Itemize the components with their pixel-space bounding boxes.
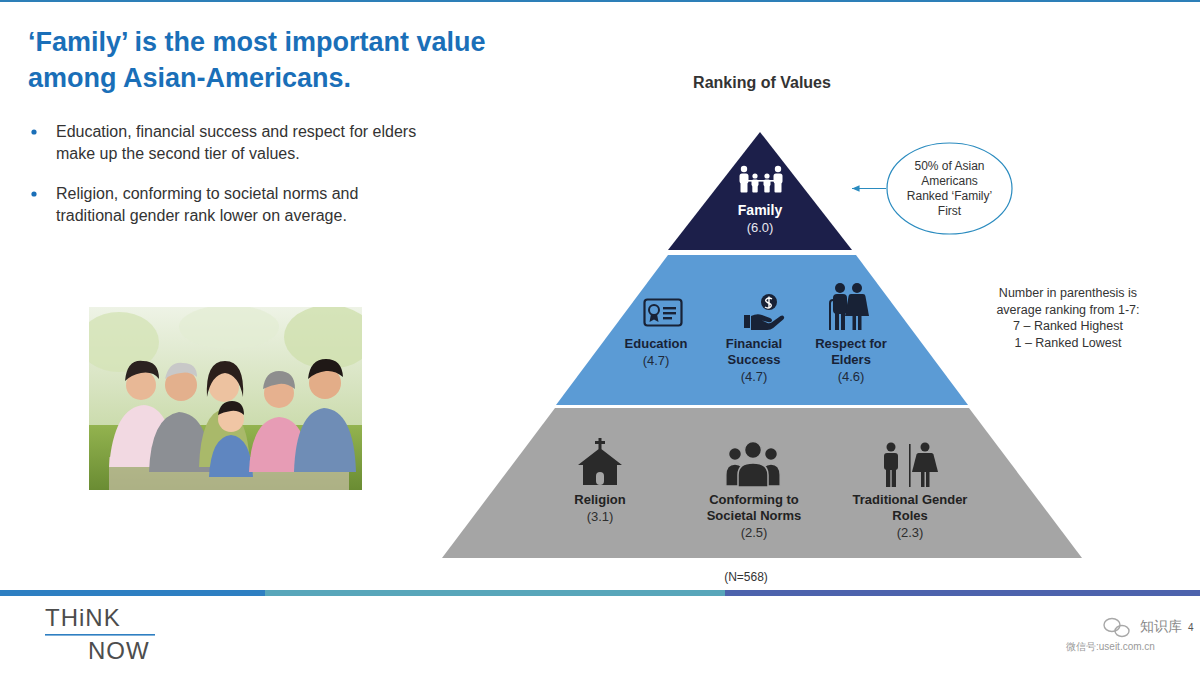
elders-icon	[826, 282, 870, 331]
bullet-text-box: Education, financial success and respect…	[56, 121, 456, 165]
gender-icon	[881, 442, 939, 488]
logo-text-box: NOW	[88, 638, 150, 664]
value-name: Education	[608, 336, 704, 352]
value-score: (3.1)	[545, 508, 655, 525]
tier-item: Religion(3.1)	[545, 492, 655, 525]
value-name: Respect for Elders	[803, 336, 899, 368]
value-score: (4.7)	[608, 352, 704, 369]
footer-bar	[0, 590, 265, 596]
value-name: Financial Success	[706, 336, 802, 368]
chart-heading-box: Ranking of Values	[642, 73, 882, 93]
value-name: Religion	[545, 492, 655, 508]
logo-text: NOW	[88, 638, 150, 664]
watermark: 知识库	[1140, 617, 1182, 635]
scale-note: 7 – Ranked Highest	[980, 318, 1156, 335]
bullet-dot	[31, 191, 36, 196]
scale-note-box: 1 – Ranked Lowest	[980, 335, 1156, 352]
logo-text: THiNK	[45, 605, 121, 631]
tier-item: Conforming to Societal Norms(2.5)	[694, 492, 814, 541]
tier-item: Education(4.7)	[608, 336, 704, 369]
tier-item: Traditional Gender Roles(2.3)	[835, 492, 985, 541]
value-name: Conforming to Societal Norms	[694, 492, 814, 524]
bullet-text: Education, financial success and respect…	[56, 121, 456, 165]
callout-ellipse: 50% of Asian Americans Ranked ‘Family’ F…	[886, 142, 1013, 235]
scale-note: 1 – Ranked Lowest	[980, 335, 1156, 352]
tier-item: Respect for Elders(4.6)	[803, 336, 899, 385]
tier-item: Financial Success(4.7)	[706, 336, 802, 385]
wechat-icon	[1104, 619, 1129, 637]
pyramid-apex: Family(6.0)	[668, 132, 852, 250]
bullet-text: Religion, conforming to societal norms a…	[56, 183, 401, 227]
sample-size-box: (N=568)	[686, 569, 806, 585]
title-box: ‘Family’ is the most important value amo…	[28, 24, 498, 96]
watermark-box: 知识库	[1140, 617, 1182, 635]
value-name: Traditional Gender Roles	[835, 492, 985, 524]
tier-fill	[668, 132, 852, 250]
people-icon	[725, 440, 781, 488]
bullet-text-box: Religion, conforming to societal norms a…	[56, 183, 401, 227]
footer-bar	[265, 590, 725, 596]
bullet-dot	[31, 129, 36, 134]
slide-title: ‘Family’ is the most important value amo…	[28, 24, 498, 96]
callout-arrow	[852, 188, 886, 189]
logo-text-box: THiNK	[45, 605, 121, 631]
tier-fill	[442, 408, 1082, 558]
pyramid-base-tier: Religion(3.1) Conforming to Societal Norm…	[442, 408, 1082, 558]
value-score: (2.5)	[694, 524, 814, 541]
watermark: 微信号:useit.com.cn	[1066, 640, 1155, 654]
page-number-box: 4	[1188, 621, 1194, 635]
scale-note-box: Number in parenthesis is average ranking…	[980, 285, 1156, 318]
watermark-box: 微信号:useit.com.cn	[1066, 640, 1155, 654]
tier-fill	[556, 255, 968, 405]
sample-size: (N=568)	[686, 569, 806, 585]
value-score: (2.3)	[835, 524, 985, 541]
family-photo	[89, 307, 362, 490]
value-score: (4.7)	[706, 368, 802, 385]
top-rule	[0, 0, 1200, 2]
value-score: (4.6)	[803, 368, 899, 385]
scale-note-box: 7 – Ranked Highest	[980, 318, 1156, 335]
value-score: (6.0)	[705, 219, 815, 236]
tier-item: Family(6.0)	[705, 202, 815, 236]
page-number: 4	[1188, 621, 1194, 635]
callout-text: 50% of Asian Americans Ranked ‘Family’ F…	[906, 159, 994, 219]
logo-rule	[45, 634, 155, 636]
family-icon	[738, 165, 784, 193]
value-name: Family	[705, 202, 815, 219]
photo-people	[109, 359, 356, 477]
scale-note: Number in parenthesis is average ranking…	[980, 285, 1156, 318]
money-icon	[743, 293, 789, 331]
pyramid-middle-tier: Education(4.7)Financial Success(4.7)Resp…	[556, 255, 968, 405]
chart-heading: Ranking of Values	[642, 73, 882, 93]
callout-outline	[887, 143, 1012, 234]
church-icon	[574, 438, 626, 486]
footer-bar	[725, 590, 1200, 596]
education-icon	[643, 298, 683, 330]
